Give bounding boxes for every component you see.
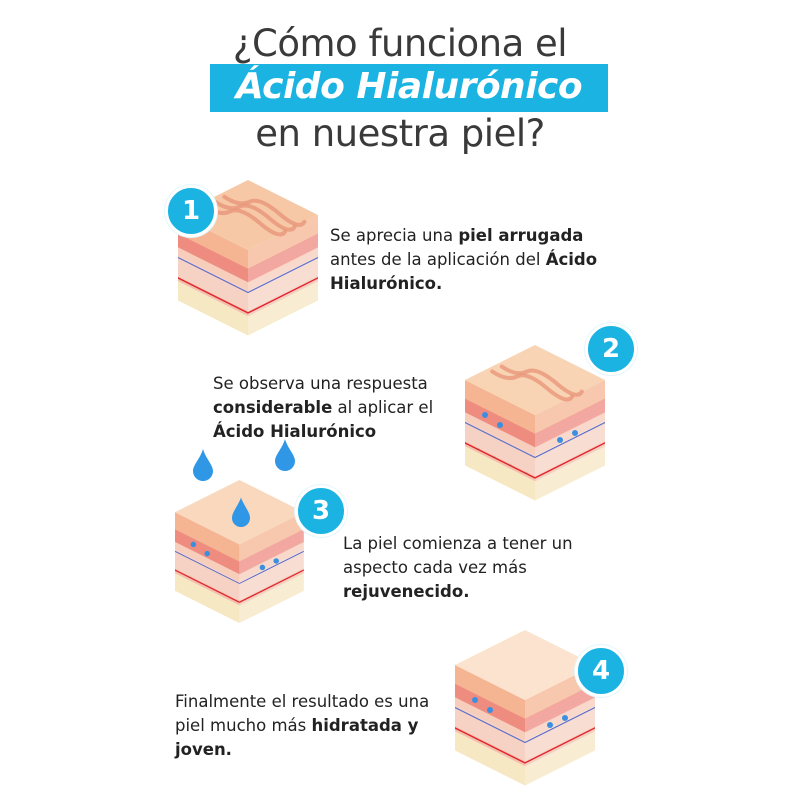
hyaluronic-bubble — [487, 707, 493, 713]
step-4-badge: 4 — [575, 645, 627, 697]
hyaluronic-bubble — [497, 422, 503, 428]
emphasis-text: Ácido Hialurónico. — [330, 250, 598, 293]
water-drop-icon — [232, 497, 250, 527]
skin-cube-3 — [175, 480, 304, 624]
step-3-description: La piel comienza a tener un aspecto cada… — [343, 532, 603, 604]
body-text: La piel comienza a tener un aspecto cada… — [343, 534, 573, 577]
step-4-description: Finalmente el resultado es una piel much… — [175, 690, 460, 762]
skin-cube-4 — [455, 630, 595, 786]
hyaluronic-bubble — [204, 550, 210, 557]
emphasis-text: Ácido Hialurónico — [213, 422, 377, 441]
body-text: Finalmente el resultado es una piel much… — [175, 692, 430, 735]
hyaluronic-bubble — [572, 430, 578, 436]
hyaluronic-bubble — [273, 558, 279, 564]
skin-surface — [455, 630, 595, 700]
hyaluronic-bubble — [562, 715, 568, 721]
hyaluronic-bubble — [190, 541, 197, 548]
step-2-description: Se observa una respuesta considerable al… — [213, 372, 458, 444]
body-text: antes de la aplicación del — [330, 250, 546, 269]
title-highlight-band — [210, 64, 608, 112]
body-text: Se observa una respuesta — [213, 374, 428, 393]
water-drop-icon — [275, 439, 295, 471]
emphasis-text: considerable — [213, 398, 333, 417]
body-text: al aplicar el — [332, 398, 434, 417]
skin-cube-2 — [465, 345, 605, 501]
emphasis-text: rejuvenecido. — [343, 582, 470, 601]
body-text: Se aprecia una — [330, 226, 459, 245]
hyaluronic-bubble — [557, 437, 563, 443]
step-2-badge: 2 — [585, 323, 637, 375]
title-line-3: en nuestra piel? — [255, 112, 545, 155]
hyaluronic-bubble — [472, 697, 478, 703]
water-drop-icon — [193, 449, 213, 481]
hyaluronic-bubble — [259, 564, 266, 571]
emphasis-text: piel arrugada — [458, 226, 584, 245]
hyaluronic-bubble — [547, 722, 553, 728]
step-1-badge: 1 — [165, 185, 217, 237]
title-highlight: Ácido Hialurónico — [235, 66, 583, 107]
step-1-description: Se aprecia una piel arrugada antes de la… — [330, 224, 630, 296]
emphasis-text: hidratada y joven. — [175, 716, 419, 759]
title-line-1: ¿Cómo funciona el — [232, 22, 568, 65]
hyaluronic-bubble — [482, 412, 488, 418]
step-3-badge: 3 — [295, 485, 347, 537]
